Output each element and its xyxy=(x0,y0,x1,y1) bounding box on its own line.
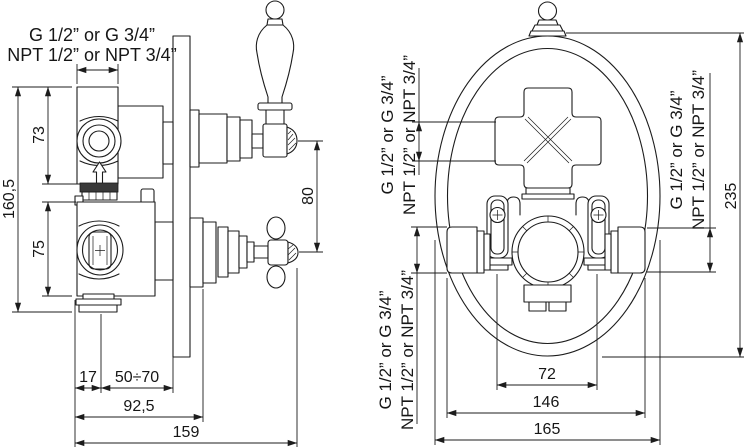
front-label-lower-left-line2: NPT 1/2” or NPT 3/4” xyxy=(398,270,417,430)
dim-front-total-height: 235 xyxy=(723,183,740,210)
dim-depth-mid: 92,5 xyxy=(123,398,154,415)
lever-end-cap xyxy=(286,126,298,155)
side-ports xyxy=(446,226,646,274)
dim-upper-height: 73 xyxy=(31,126,48,144)
front-label-right-line2: NPT 1/2” or NPT 3/4” xyxy=(689,70,708,230)
side-view: G 1/2” or G 3/4” NPT 1/2” or NPT 3/4” 16… xyxy=(1,0,323,447)
dim-depth-total: 159 xyxy=(173,424,200,441)
front-view: G 1/2” or G 3/4” NPT 1/2” or NPT 3/4” G … xyxy=(376,1,744,445)
cross-handle-top-ball xyxy=(266,216,286,240)
inlet-boss xyxy=(76,118,122,164)
side-port-label-line1: G 1/2” or G 3/4” xyxy=(29,25,155,45)
front-label-right-line1: G 1/2” or G 3/4” xyxy=(667,90,686,209)
central-valve-body xyxy=(511,215,585,312)
body-junction xyxy=(79,161,119,201)
front-label-upper-left-line1: G 1/2” or G 3/4” xyxy=(378,75,397,194)
mounting-brackets xyxy=(482,195,614,271)
left-port-block xyxy=(446,226,478,274)
dim-lower-height: 75 xyxy=(31,240,48,258)
dim-centers: 72 xyxy=(538,366,556,383)
wall-plate-side xyxy=(172,35,191,358)
side-view-dimensions: 160,5 73 75 80 17 50÷70 92,5 159 xyxy=(1,64,323,447)
front-knob xyxy=(528,1,567,37)
dim-total-height: 160,5 xyxy=(1,179,18,219)
front-label-lower-left-line1: G 1/2” or G 3/4” xyxy=(376,290,395,409)
dim-ports-width: 146 xyxy=(533,394,560,411)
upper-cartridge-stack xyxy=(189,109,298,168)
filter-flange xyxy=(79,182,119,193)
dim-edge-to-center: 17 xyxy=(79,369,97,386)
dim-plate-width: 165 xyxy=(534,421,561,438)
dim-handle-spacing: 80 xyxy=(300,187,317,205)
right-port-block xyxy=(617,226,646,274)
lower-valve-body xyxy=(74,188,174,313)
bottom-port xyxy=(523,284,572,303)
side-port-label-line2: NPT 1/2” or NPT 3/4” xyxy=(7,45,176,65)
cross-fitting xyxy=(494,87,602,200)
front-label-upper-left-line2: NPT 1/2” or NPT 3/4” xyxy=(400,55,419,215)
upper-valve-body xyxy=(76,86,174,185)
front-view-dimensions: G 1/2” or G 3/4” NPT 1/2” or NPT 3/4” G … xyxy=(376,32,744,445)
cross-handle-stack xyxy=(189,216,299,289)
lever-handle xyxy=(255,0,295,125)
lever-ball-finial xyxy=(265,0,285,20)
oval-plate-inner xyxy=(446,47,649,345)
cross-handle-bottom-ball xyxy=(266,265,286,289)
dim-wall-range: 50÷70 xyxy=(115,369,159,386)
